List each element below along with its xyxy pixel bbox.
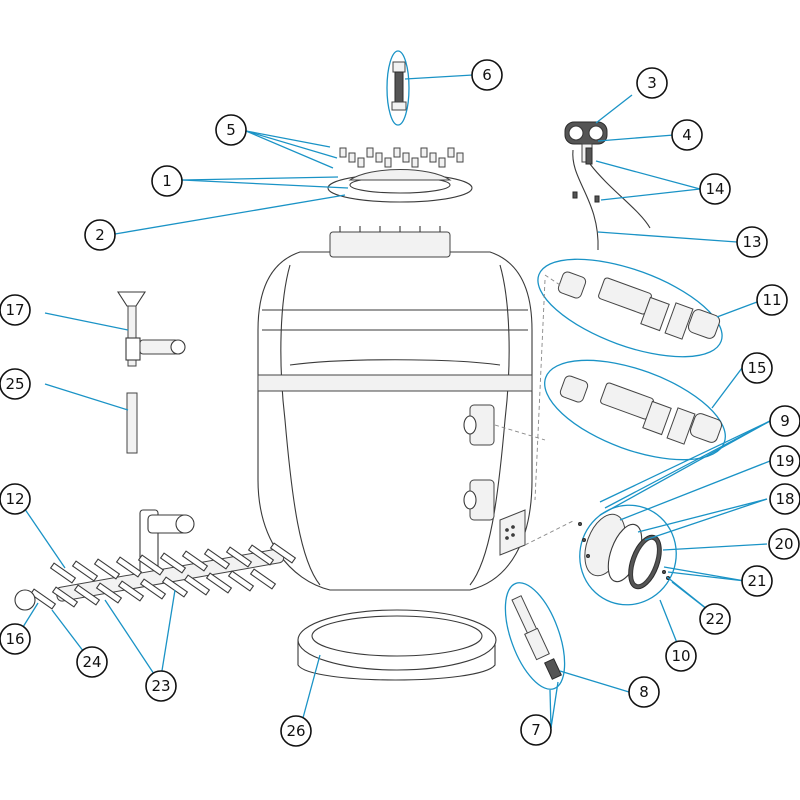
lateral-tube (249, 542, 297, 590)
callout-3: 3 (636, 67, 668, 99)
lateral-tube (73, 558, 121, 606)
callout-label: 14 (705, 180, 724, 198)
lateral-tube (29, 562, 77, 610)
dashed-guide-lines (494, 279, 576, 546)
drain-valve (504, 582, 566, 690)
lateral-tube (183, 548, 231, 596)
lateral-tube (205, 546, 253, 594)
callout-label: 16 (5, 630, 24, 648)
lid-bolt (447, 147, 455, 158)
lateral-tube (117, 554, 165, 602)
lateral-tube (139, 552, 187, 600)
callout-label: 10 (671, 647, 690, 665)
callout-24: 24 (76, 646, 108, 678)
pipe-assembly-upper (537, 258, 723, 358)
callout-22: 22 (699, 603, 731, 635)
lid-assembly (327, 147, 473, 203)
callout-11: 11 (756, 284, 788, 316)
lid-bolt (366, 147, 374, 158)
lid-bolt (384, 157, 392, 168)
callout-2: 2 (84, 219, 116, 251)
callout-14: 14 (699, 173, 731, 205)
leader-lines (17, 50, 771, 730)
pipe-assembly-lower (544, 359, 726, 461)
air-valve (391, 61, 407, 111)
callout-4: 4 (671, 119, 703, 151)
callout-label: 8 (639, 683, 649, 701)
callout-label: 21 (747, 572, 766, 590)
callout-label: 23 (151, 677, 170, 695)
callout-10: 10 (665, 640, 697, 672)
callout-5: 5 (215, 114, 247, 146)
callout-label: 9 (780, 412, 790, 430)
callout-17: 17 (0, 294, 31, 326)
callout-label: 17 (5, 301, 24, 319)
callout-13: 13 (736, 226, 768, 258)
callout-label: 11 (762, 291, 781, 309)
callout-12: 12 (0, 483, 31, 515)
callout-15: 15 (741, 352, 773, 384)
lid-bolt (402, 152, 410, 163)
lid-bolt (411, 157, 419, 168)
lid-bolt (456, 152, 464, 163)
callout-1: 1 (151, 165, 183, 197)
lid-bolt (393, 147, 401, 158)
callout-19: 19 (769, 445, 800, 477)
callout-label: 15 (747, 359, 766, 377)
callout-label: 20 (774, 535, 793, 553)
filter-tank (257, 226, 533, 591)
lid-bolt (348, 152, 356, 163)
callout-7: 7 (520, 714, 552, 746)
pressure-gauge (564, 121, 651, 251)
callout-label: 24 (82, 653, 101, 671)
lid-bolt (429, 152, 437, 163)
lateral-tube (95, 556, 143, 604)
callout-label: 12 (5, 490, 24, 508)
callout-label: 13 (742, 233, 761, 251)
lid-bolt (339, 147, 347, 158)
callout-8: 8 (628, 676, 660, 708)
callout-label: 26 (286, 722, 305, 740)
callout-label: 18 (775, 490, 794, 508)
callout-label: 2 (95, 226, 105, 244)
callout-label: 3 (647, 74, 657, 92)
callout-label: 25 (5, 375, 24, 393)
callout-label: 7 (531, 721, 541, 739)
callout-6: 6 (471, 59, 503, 91)
lid-bolt (420, 147, 428, 158)
manhole-assembly (578, 504, 677, 606)
center-pipe (116, 291, 186, 454)
callout-21: 21 (741, 565, 773, 597)
lateral-tube (161, 550, 209, 598)
callout-label: 4 (682, 126, 692, 144)
lid-bolt (375, 152, 383, 163)
callout-label: 6 (482, 66, 492, 84)
tank-base (297, 609, 497, 681)
callout-label: 5 (226, 121, 236, 139)
callout-9: 9 (769, 405, 800, 437)
lateral-tube (227, 544, 275, 592)
callout-label: 1 (162, 172, 172, 190)
lid-bolt (357, 157, 365, 168)
lateral-tube (51, 560, 99, 608)
callout-label: 22 (705, 610, 724, 628)
callout-20: 20 (768, 528, 800, 560)
callout-26: 26 (280, 715, 312, 747)
callout-23: 23 (145, 670, 177, 702)
lateral-manifold (14, 509, 297, 611)
callout-18: 18 (769, 483, 800, 515)
lid-bolt (438, 157, 446, 168)
callout-25: 25 (0, 368, 31, 400)
callout-16: 16 (0, 623, 31, 655)
callout-label: 19 (775, 452, 794, 470)
